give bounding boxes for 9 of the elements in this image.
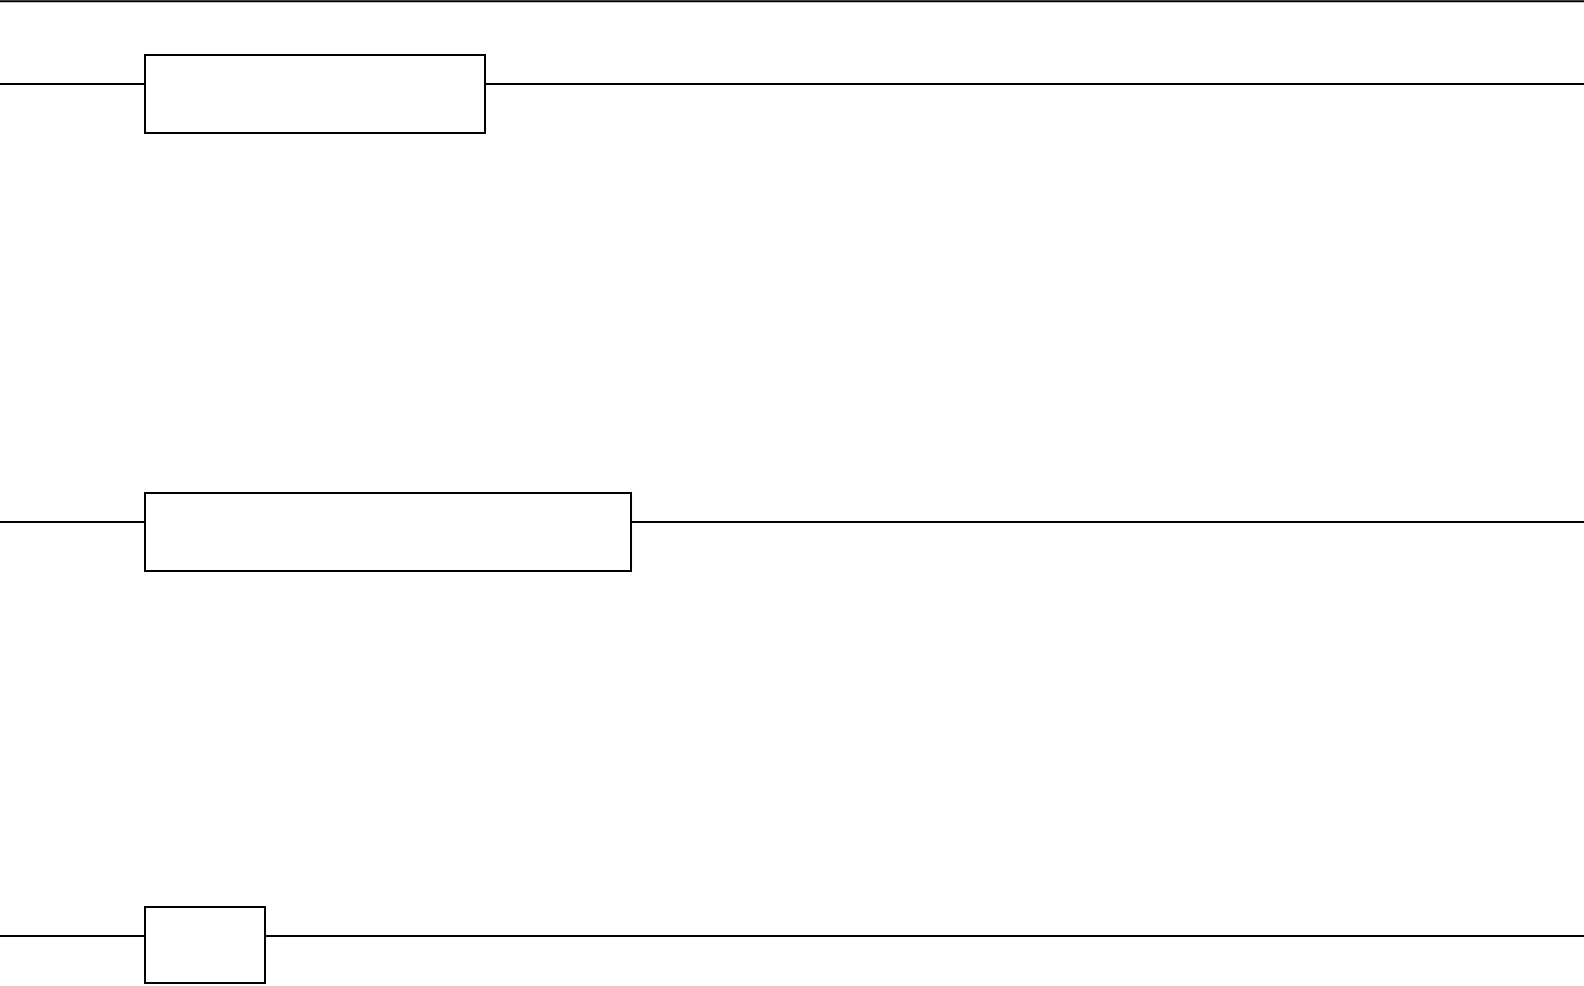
- connector-line: [0, 83, 145, 85]
- connector-line: [265, 934, 1584, 937]
- connector-line: [0, 934, 145, 937]
- empty-box: [144, 491, 632, 572]
- connector-line: [0, 520, 145, 523]
- connector-line: [485, 83, 1584, 85]
- empty-box: [144, 54, 486, 134]
- connector-line: [631, 520, 1584, 523]
- empty-box: [144, 905, 266, 984]
